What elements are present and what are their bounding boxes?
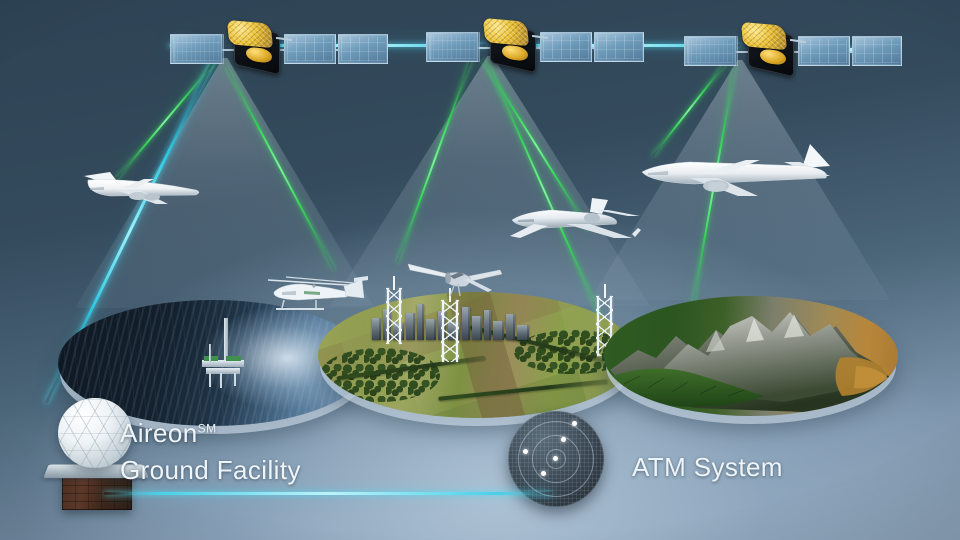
radar-range-ring-mid <box>532 435 580 483</box>
radar-target-3 <box>523 449 528 454</box>
radar-target-center <box>553 456 558 461</box>
building <box>506 314 515 340</box>
adsb-beam-sat1-helicopter <box>224 64 335 270</box>
solar-panel-right-inner <box>540 32 592 62</box>
ground-tower-1[interactable] <box>386 276 402 344</box>
solar-panel-right-outer <box>594 32 644 62</box>
tower-antenna-tip <box>603 284 606 298</box>
solar-panel-left-inner <box>688 36 738 66</box>
tree-cluster-left <box>320 348 440 402</box>
building <box>517 325 529 340</box>
derrick-mast <box>224 318 228 362</box>
disc-surface <box>604 296 898 416</box>
building <box>462 307 470 340</box>
adsb-beam-sat2-prop-aircraft <box>396 59 472 263</box>
mountain-disc[interactable] <box>604 296 898 416</box>
iridium-next-satellite-3[interactable] <box>684 21 902 86</box>
tower-leg-right <box>399 288 401 344</box>
tower-leg-right <box>610 296 612 356</box>
solar-panel-right-inner <box>284 34 336 64</box>
radar-range-ring-outer <box>518 421 594 497</box>
ground-facility-to-atm-link <box>104 492 552 495</box>
aireon-ground-facility[interactable] <box>43 398 160 510</box>
tower-leg-left <box>597 296 599 356</box>
building <box>417 304 424 340</box>
solar-panel-right-outer <box>852 36 902 66</box>
radar-target-4 <box>541 471 546 476</box>
building <box>426 319 436 340</box>
service-mark: SM <box>197 421 217 436</box>
helicopter[interactable] <box>258 264 374 314</box>
building <box>372 318 381 340</box>
helideck-green <box>204 356 218 361</box>
gold-thermal-blanket <box>482 17 530 47</box>
solar-panel-right-inner <box>798 36 850 66</box>
radar-range-ring-inner <box>546 449 566 469</box>
offshore-oil-platform[interactable] <box>196 318 248 388</box>
ground-tower-2[interactable] <box>441 288 459 362</box>
tower-leg-left <box>387 288 389 344</box>
wide-body-airliner-left[interactable] <box>70 166 210 212</box>
tower-lattice <box>441 300 459 362</box>
iridium-next-satellite-2[interactable] <box>426 17 644 82</box>
atm-system-label: ATM System <box>632 452 783 482</box>
tower-lattice <box>386 288 402 344</box>
ground-facility-label: Ground Facility <box>120 455 301 485</box>
solar-panel-right-outer <box>338 34 388 64</box>
solar-panel-left-inner <box>174 34 224 64</box>
aireon-label: AireonSM <box>120 418 217 449</box>
radar-target-2 <box>561 437 566 442</box>
platform-leg-1 <box>209 373 211 387</box>
gold-thermal-blanket <box>226 19 274 49</box>
building <box>484 310 491 340</box>
radar-target-1 <box>572 421 577 426</box>
iridium-next-satellite-1[interactable] <box>170 19 388 84</box>
building <box>493 321 504 340</box>
tower-antenna-tip <box>393 276 395 290</box>
atm-radar-scope[interactable] <box>508 411 604 507</box>
module-green <box>226 356 241 361</box>
building <box>472 316 482 340</box>
platform-deck <box>202 360 244 367</box>
flare-boom <box>209 344 211 362</box>
light-prop-aircraft[interactable] <box>402 250 506 302</box>
wide-body-airliner-right[interactable] <box>634 142 844 208</box>
lower-deck <box>206 368 240 374</box>
platform-leg-3 <box>234 373 236 386</box>
solar-panel-left-inner <box>430 32 480 62</box>
geodesic-radome <box>58 398 132 468</box>
tower-leg-left <box>442 300 444 362</box>
gold-thermal-blanket <box>740 21 788 51</box>
aireon-label-text: Aireon <box>120 418 198 448</box>
business-jet[interactable] <box>504 194 654 250</box>
building <box>406 313 415 340</box>
platform-leg-2 <box>220 373 222 388</box>
mountain-range <box>604 296 898 416</box>
tower-leg-right <box>456 300 458 362</box>
